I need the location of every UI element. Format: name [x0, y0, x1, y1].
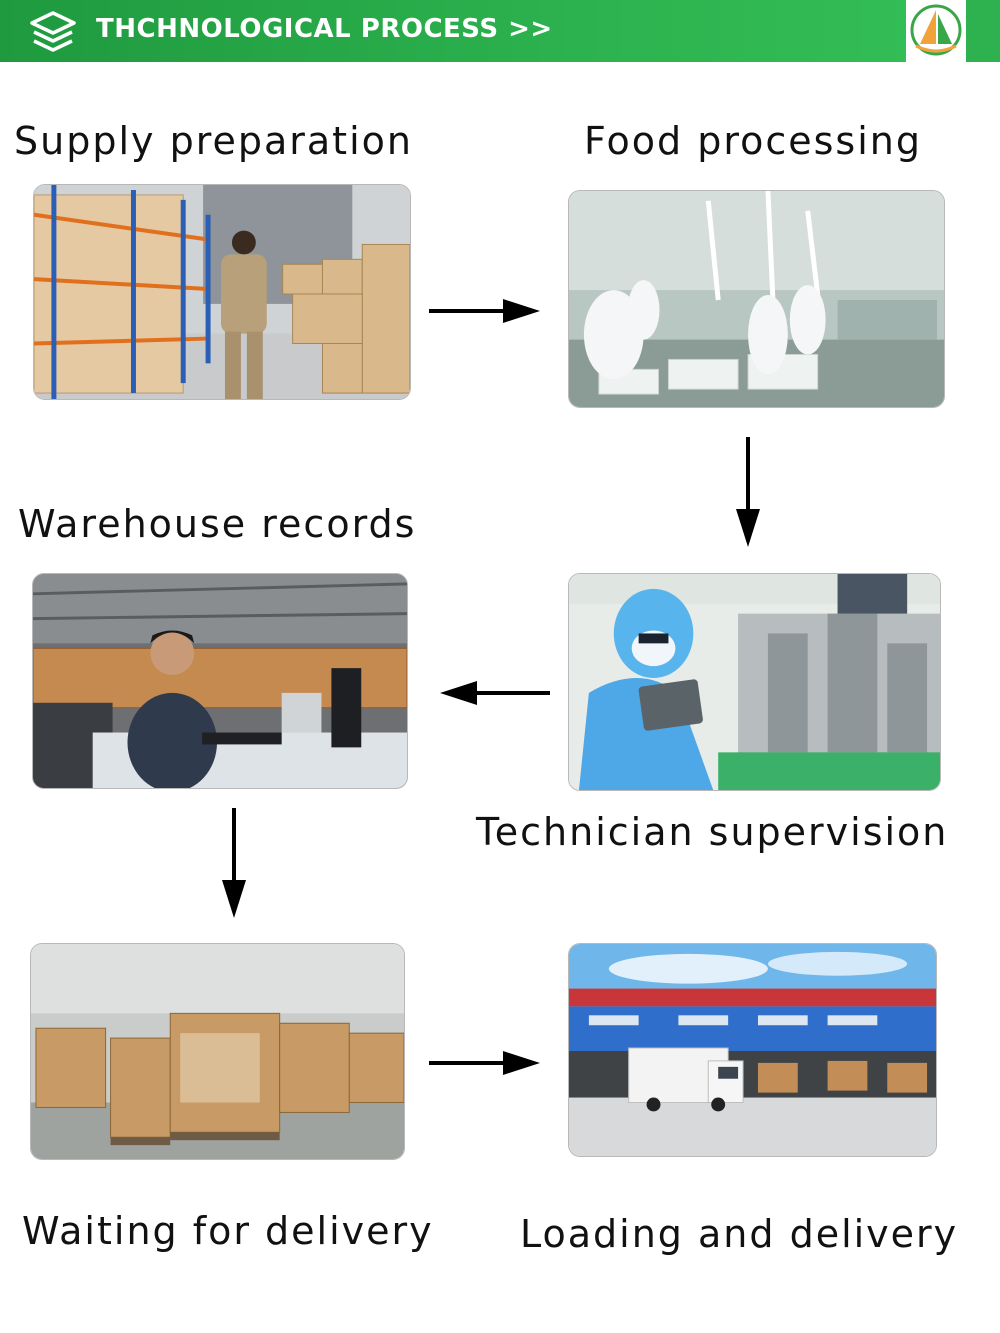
header-stripe — [966, 0, 1000, 62]
step-label-food-processing: Food processing — [584, 119, 922, 163]
layers-icon — [30, 11, 76, 52]
header-bar: THCHNOLOGICAL PROCESS >> — [0, 0, 1000, 62]
arrow-right-2 — [429, 1051, 540, 1075]
technician-tablet-photo — [568, 573, 941, 791]
step-label-technician-supervision: Technician supervision — [476, 810, 949, 854]
truck-dock-photo — [568, 943, 937, 1157]
warehouse-worker-photo — [33, 184, 411, 400]
step-label-waiting-for-delivery: Waiting for delivery — [22, 1209, 434, 1253]
warehouse-clerk-photo — [32, 573, 408, 789]
header-title: THCHNOLOGICAL PROCESS >> — [96, 14, 553, 44]
arrow-down-2 — [222, 808, 246, 918]
sailboat-logo — [906, 0, 966, 62]
step-label-warehouse-records: Warehouse records — [18, 502, 417, 546]
boxes-pallets-photo — [30, 943, 405, 1160]
arrow-right-1 — [429, 299, 540, 323]
step-label-supply-preparation: Supply preparation — [14, 119, 413, 163]
factory-line-photo — [568, 190, 945, 408]
step-label-loading-and-delivery: Loading and delivery — [520, 1212, 959, 1256]
arrow-down-1 — [736, 437, 760, 547]
arrow-left-1 — [440, 681, 550, 705]
